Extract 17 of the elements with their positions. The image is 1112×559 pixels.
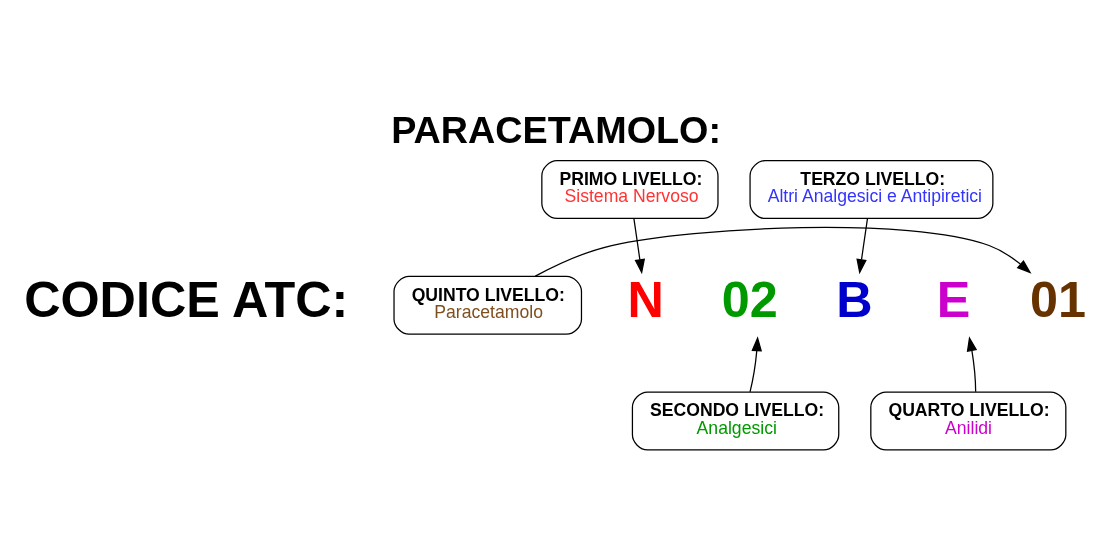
node-box: TERZO LIVELLO: Altri Analgesici e Antipiretici — [749, 160, 994, 220]
diagram-title: PARACETAMOLO: — [391, 109, 721, 151]
label: CODICE ATC: — [24, 270, 349, 328]
node-text: 02 — [721, 270, 778, 328]
node-text: 01 — [1029, 270, 1086, 328]
arrow — [856, 218, 869, 275]
arrow — [966, 336, 978, 393]
node-box: PRIMO LIVELLO: Sistema Nervoso — [541, 160, 719, 220]
node-box: SECONDO LIVELLO: Analgesici — [631, 391, 840, 451]
node-text: N — [627, 270, 664, 328]
arrow — [534, 226, 1032, 277]
node-text: B — [836, 270, 873, 328]
node-text: E — [936, 270, 971, 328]
node-box: QUARTO LIVELLO: Anilidi — [870, 391, 1067, 451]
arrow — [749, 336, 763, 393]
node-box: QUINTO LIVELLO: Paracetamolo — [393, 275, 583, 335]
arrow — [633, 218, 646, 275]
